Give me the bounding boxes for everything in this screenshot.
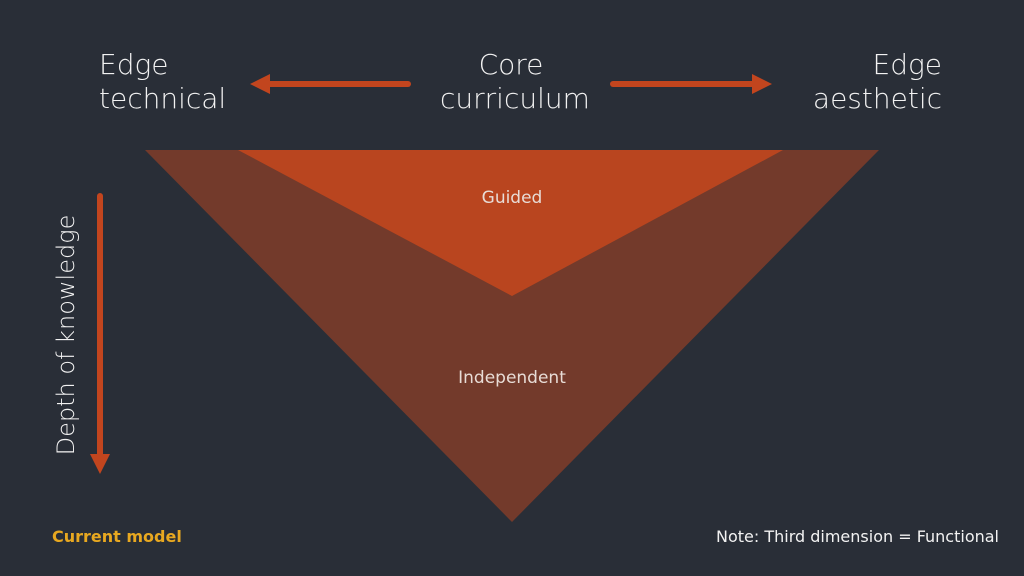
- edge-aesthetic-label: Edge aesthetic: [813, 48, 942, 116]
- edge-technical-line-2: technical: [99, 82, 227, 115]
- core-curriculum-line-2: curriculum: [440, 82, 590, 115]
- current-model-label: Current model: [52, 527, 182, 546]
- inner-triangle-guided: [238, 150, 783, 296]
- guided-label: Guided: [482, 188, 543, 208]
- edge-aesthetic-line-1: Edge: [872, 48, 943, 81]
- outer-triangle-independent: [145, 150, 879, 522]
- edge-technical-label: Edge technical: [99, 48, 226, 116]
- independent-label: Independent: [458, 368, 566, 388]
- third-dimension-note: Note: Third dimension = Functional: [715, 527, 999, 546]
- left-arrow: [250, 74, 411, 94]
- edge-technical-line-1: Edge: [99, 48, 169, 81]
- edge-aesthetic-line-2: aesthetic: [812, 82, 942, 115]
- depth-arrow: [90, 193, 110, 474]
- right-arrow: [610, 74, 772, 94]
- depth-of-knowledge-label: Depth of knowledge: [52, 214, 80, 456]
- core-curriculum-line-1: Core: [478, 48, 544, 81]
- core-curriculum-label: Core curriculum: [440, 48, 590, 116]
